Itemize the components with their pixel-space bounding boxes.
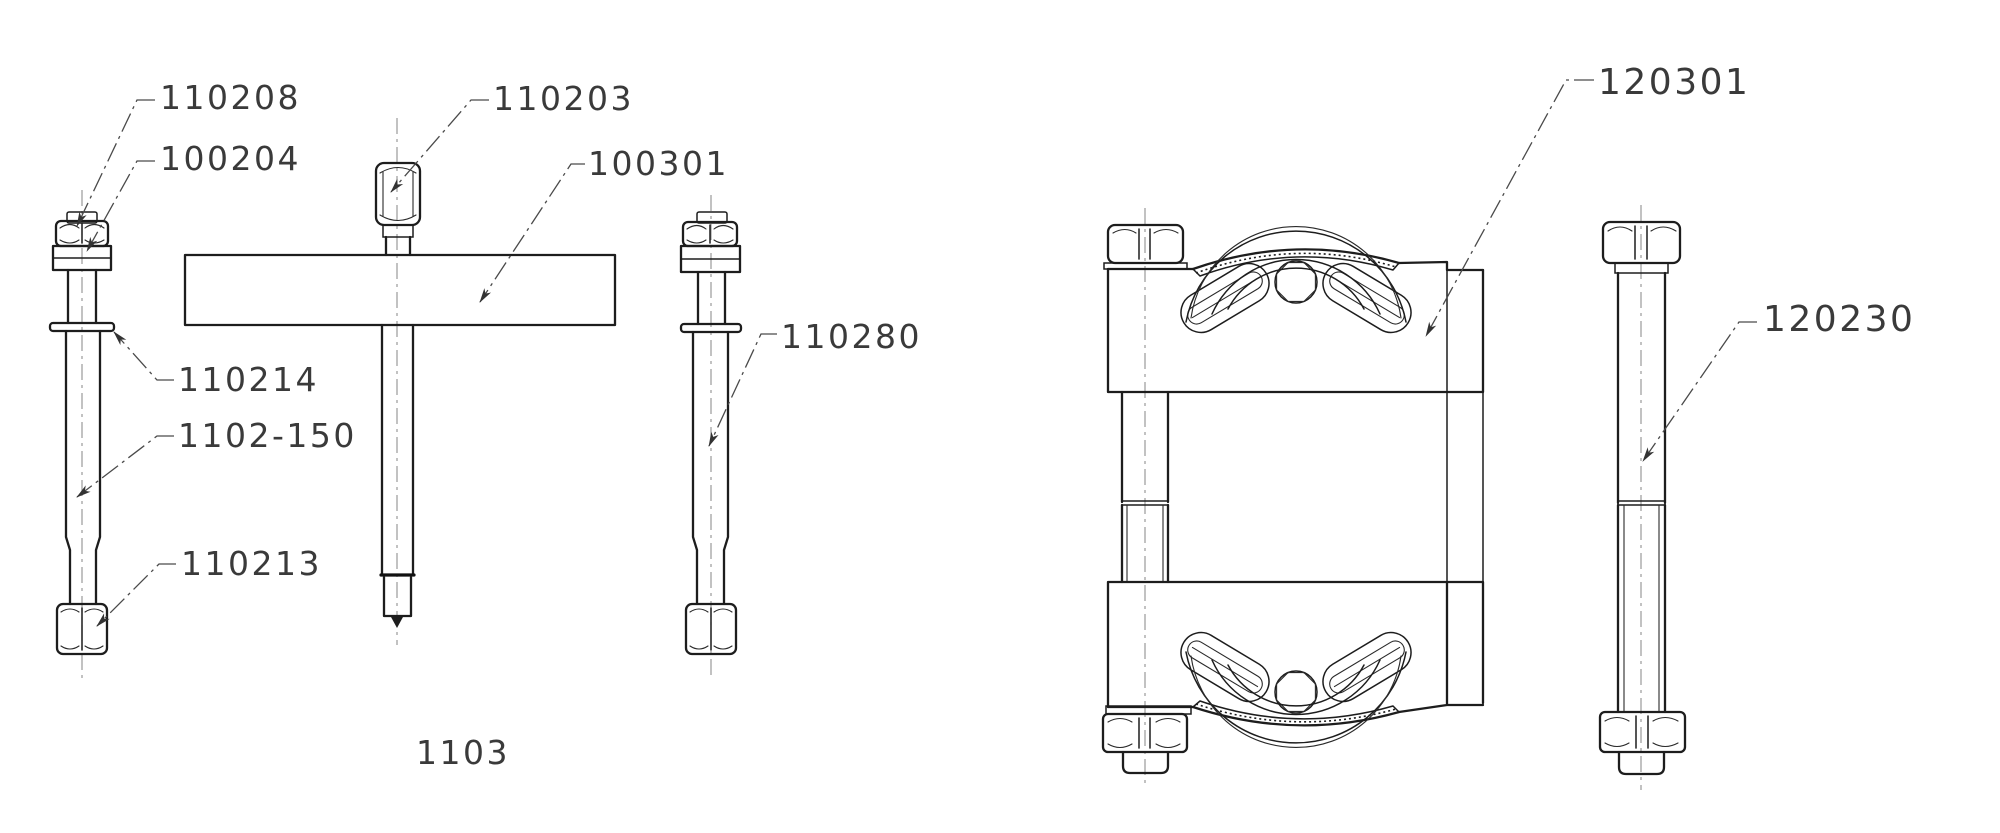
callout-110280: 110280 — [781, 317, 922, 356]
leader-100301 — [479, 163, 585, 303]
callout-100301: 100301 — [588, 144, 729, 183]
leader-lines — [76, 79, 1757, 627]
slot-top-right — [1322, 262, 1412, 334]
slot-bottom-right — [1322, 631, 1412, 703]
leader-110213 — [96, 563, 176, 627]
leader-110214 — [113, 331, 174, 381]
callout-110203: 110203 — [493, 79, 634, 118]
callout-120301: 120301 — [1598, 62, 1750, 103]
center-hole-top — [1274, 260, 1318, 304]
callout-110213: 110213 — [181, 544, 322, 583]
center-spindle — [374, 118, 422, 645]
leader-100204 — [86, 160, 155, 252]
assembly-number-label: 1103 — [416, 733, 510, 772]
center-hole-bottom — [1274, 670, 1318, 714]
right-side-bolt — [679, 195, 743, 678]
leader-110280 — [708, 333, 777, 447]
callout-100204: 100204 — [160, 139, 301, 178]
slot-bottom-left — [1180, 631, 1270, 703]
spindle-point-tip — [391, 617, 403, 628]
leader-1102-150 — [76, 435, 174, 498]
separator-spare-bolt — [1598, 205, 1687, 790]
left-side-bolt — [48, 190, 116, 678]
leader-110203 — [390, 99, 489, 193]
crossbar — [183, 253, 617, 327]
leader-110208 — [76, 99, 155, 227]
separator-body — [1101, 208, 1485, 785]
callout-1102-150: 1102-150 — [178, 416, 357, 455]
leader-120301 — [1425, 79, 1594, 337]
callout-110208: 110208 — [160, 78, 301, 117]
callout-120230: 120230 — [1763, 299, 1915, 340]
callout-110214: 110214 — [178, 360, 319, 399]
leader-120230 — [1642, 321, 1757, 462]
